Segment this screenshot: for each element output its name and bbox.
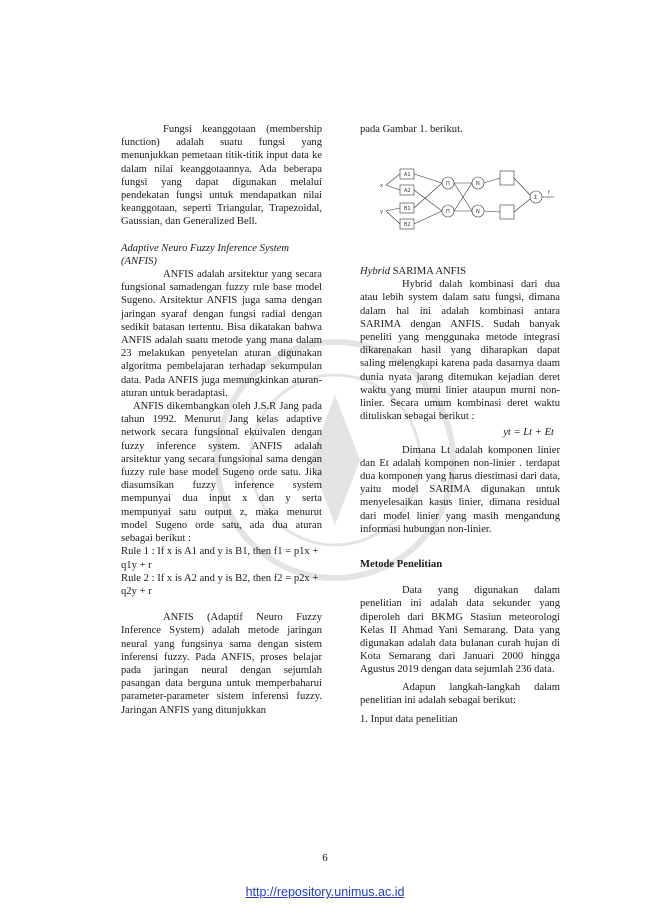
- equation: yt = Lt + Et: [503, 427, 554, 439]
- left-column: Fungsi keanggotaan (membership function)…: [121, 123, 322, 730]
- input-x-label: x: [380, 183, 383, 189]
- metode-paragraph-1: Data yang digunakan dalam penelitian ini…: [360, 585, 560, 676]
- anfis-paragraph-2: ANFIS dikembangkan oleh J.S.R Jang pada …: [121, 401, 322, 545]
- right-column: pada Gambar 1. berikut.: [360, 123, 560, 149]
- page-number: 6: [322, 852, 328, 864]
- node-n-1: N: [476, 181, 480, 187]
- node-b2: B2: [404, 222, 411, 228]
- rule-1: Rule 1 : If x is A1 and y is B1, then f1…: [121, 546, 319, 571]
- repository-link[interactable]: http://repository.unimus.ac.id: [245, 885, 405, 899]
- right-column-lower: Hybrid SARIMA ANFIS Hybrid dalah kombina…: [360, 265, 560, 739]
- metode-heading: Metode Penelitian: [360, 559, 443, 571]
- node-pi-1: Π: [446, 181, 450, 187]
- hybrid-paragraph: Hybrid dalah kombinasi dari dua atau leb…: [360, 279, 560, 423]
- node-a1: A1: [404, 172, 411, 178]
- node-sum: Σ: [534, 195, 537, 201]
- hybrid-heading-rest: SARIMA ANFIS: [390, 266, 466, 277]
- anfis-paragraph-1: ANFIS adalah arsitektur yang secara fung…: [121, 269, 322, 399]
- node-b1: B1: [404, 206, 411, 212]
- figure-reference: pada Gambar 1. berikut.: [360, 124, 463, 135]
- hybrid-heading-italic: Hybrid: [360, 266, 391, 277]
- node-a2: A2: [404, 188, 411, 194]
- anfis-architecture-figure: A1 A2 B1 B2 Π Π N N Σ x y f: [380, 168, 554, 230]
- anfis-heading: Adaptive Neuro Fuzzy Inference System (A…: [121, 242, 290, 267]
- rule-2: Rule 2 : If x is A2 and y is B2, then f2…: [121, 572, 319, 597]
- output-f-label: f: [548, 190, 550, 196]
- metode-paragraph-2: Adapun langkah-langkah dalam penelitian …: [360, 681, 560, 706]
- membership-paragraph: Fungsi keanggotaan (membership function)…: [121, 124, 322, 228]
- dimana-paragraph: Dimana Lt adalah komponen linier dan Et …: [360, 444, 560, 535]
- anfis-paragraph-3: ANFIS (Adaptif Neuro Fuzzy Inference Sys…: [121, 612, 322, 716]
- node-pi-2: Π: [446, 209, 450, 215]
- input-y-label: y: [380, 209, 383, 215]
- node-n-2: N: [476, 209, 480, 215]
- hybrid-heading: Hybrid SARIMA ANFIS: [360, 265, 560, 278]
- list-item-1: 1. Input data penelitian: [360, 714, 458, 726]
